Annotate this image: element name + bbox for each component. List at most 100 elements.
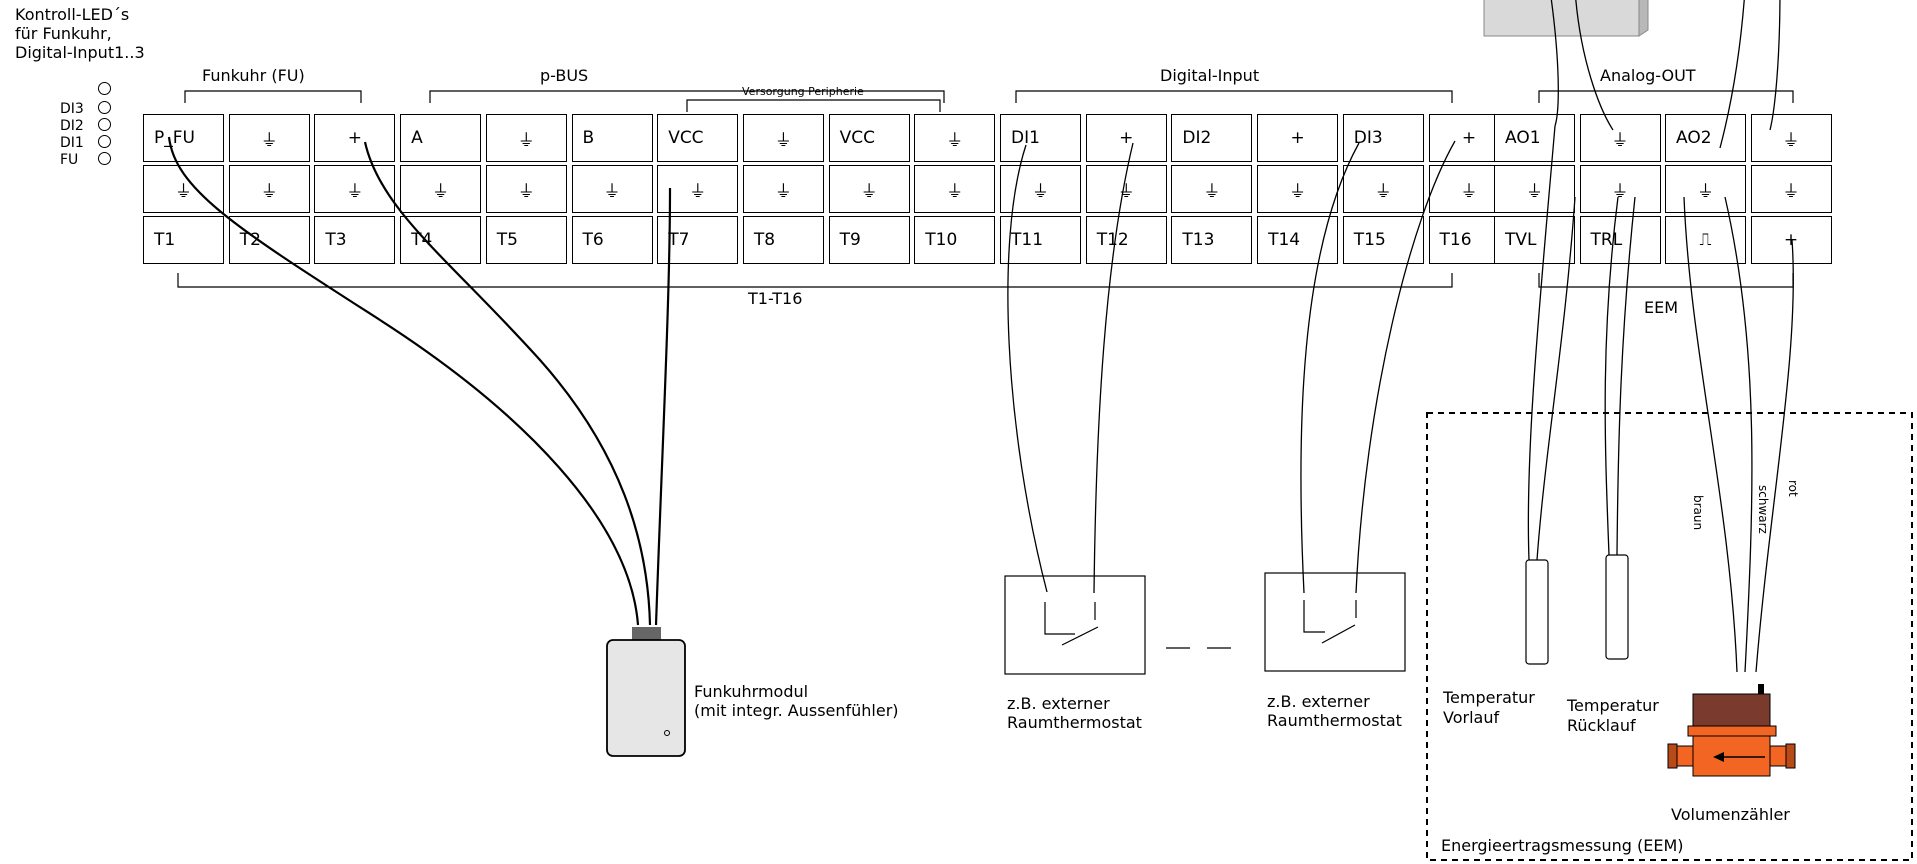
temp-ruecklauf-label-2: Rücklauf (1567, 716, 1636, 735)
terminal-row3-13: T13 (1171, 216, 1253, 264)
terminal-row1-10: ⏚ (914, 114, 996, 162)
terminal-row3-14: T14 (1257, 216, 1339, 264)
terminal-row2-5: ⏚ (485, 165, 567, 213)
temp-ruecklauf-label-1: Temperatur (1567, 696, 1659, 715)
terminal-row3-20: + (1750, 216, 1832, 264)
terminal-row3-6: T6 (571, 216, 653, 264)
led-label-di3: DI3 (60, 101, 84, 117)
group-label-pbus: p-BUS (540, 66, 589, 85)
led-label-fu: FU (60, 152, 79, 168)
terminal-row1-20: ⏚ (1750, 114, 1832, 162)
funkuhr-module-label-2: (mit integr. Aussenfühler) (694, 701, 899, 720)
external-device-housing (1483, 0, 1640, 37)
temp-vorlauf-label-1: Temperatur (1443, 688, 1535, 707)
wire-label-schwarz: schwarz (1756, 485, 1770, 534)
led-header-line-1: Kontroll-LED´s (15, 5, 130, 24)
terminal-row3-15: T15 (1342, 216, 1424, 264)
led-label-di1: DI1 (60, 135, 84, 151)
signal-wires (1007, 0, 1794, 673)
terminal-row3-8: T8 (742, 216, 824, 264)
terminal-row1-15: DI3 (1342, 114, 1424, 162)
terminal-row1-2: ⏚ (228, 114, 310, 162)
terminal-row1-8: ⏚ (742, 114, 824, 162)
terminal-row1-1: P_FU (143, 114, 224, 162)
thermostat-2 (1264, 572, 1406, 672)
led-indicator-top (98, 82, 111, 95)
thermostat-2-label-1: z.B. externer (1267, 692, 1370, 711)
terminal-row1-19: AO2 (1665, 114, 1746, 162)
temp-vorlauf-label-2: Vorlauf (1443, 708, 1500, 727)
terminal-row3-2: T2 (228, 216, 310, 264)
group-label-digital-input: Digital-Input (1160, 66, 1260, 85)
funkuhr-module-label-1: Funkuhrmodul (694, 682, 809, 701)
terminal-row3-10: T10 (914, 216, 996, 264)
terminal-row2-18: ⏚ (1579, 165, 1661, 213)
terminal-row2-8: ⏚ (742, 165, 824, 213)
terminal-row3-4: T4 (400, 216, 482, 264)
terminal-row2-19: ⏚ (1665, 165, 1746, 213)
terminal-row3-7: T7 (657, 216, 739, 264)
eem-box-label: Energieertragsmessung (EEM) (1441, 836, 1684, 855)
eem-dashed-boundary (1426, 412, 1913, 861)
terminal-row2-20: ⏚ (1750, 165, 1832, 213)
terminal-row2-9: ⏚ (828, 165, 910, 213)
funkuhr-wires (167, 136, 672, 626)
terminal-row2-15: ⏚ (1342, 165, 1424, 213)
led-indicator-di3 (98, 101, 111, 114)
volume-meter (1667, 684, 1796, 777)
terminal-row1-18: ⏚ (1579, 114, 1661, 162)
terminal-row2-3: ⏚ (314, 165, 396, 213)
funkuhr-module (606, 639, 686, 757)
terminal-row1-9: VCC (828, 114, 910, 162)
funkuhr-module-connector (632, 627, 661, 640)
group-brackets (177, 90, 1794, 288)
group-label-funkuhr: Funkuhr (FU) (202, 66, 305, 85)
terminal-row1-6: B (571, 114, 653, 162)
terminal-row3-11: T11 (1000, 216, 1081, 264)
terminal-row2-17: ⏚ (1494, 165, 1575, 213)
terminal-row1-13: DI2 (1171, 114, 1253, 162)
terminal-row3-1: T1 (143, 216, 224, 264)
group-label-t1-t16: T1-T16 (748, 289, 803, 308)
external-device-housing-side (1638, 0, 1649, 37)
terminal-row3-3: T3 (314, 216, 396, 264)
terminal-row3-12: T12 (1085, 216, 1167, 264)
group-label-analog-out: Analog-OUT (1600, 66, 1696, 85)
funkuhr-module-led (664, 730, 670, 736)
terminal-row1-11: DI1 (1000, 114, 1081, 162)
volume-meter-label: Volumenzähler (1671, 805, 1790, 824)
thermostat-2-label-2: Raumthermostat (1267, 711, 1402, 730)
led-header-line-2: für Funkuhr, (15, 24, 112, 43)
terminal-row3-9: T9 (828, 216, 910, 264)
led-indicator-di2 (98, 118, 111, 131)
terminal-row2-4: ⏚ (400, 165, 482, 213)
terminal-row3-17: TVL (1494, 216, 1575, 264)
terminal-row1-12: + (1085, 114, 1167, 162)
terminal-row2-2: ⏚ (228, 165, 310, 213)
thermostat-1 (1004, 575, 1146, 675)
terminal-row1-17: AO1 (1494, 114, 1575, 162)
terminal-row1-3: + (314, 114, 396, 162)
led-header-line-3: Digital-Input1..3 (15, 43, 145, 62)
led-indicator-di1 (98, 135, 111, 148)
led-label-di2: DI2 (60, 118, 84, 134)
terminal-row1-5: ⏚ (485, 114, 567, 162)
terminal-row3-19: ⎍ (1665, 216, 1746, 264)
terminal-row1-4: A (400, 114, 482, 162)
terminal-row2-14: ⏚ (1257, 165, 1339, 213)
temperature-sensor-ruecklauf (1605, 554, 1629, 660)
terminal-row3-5: T5 (485, 216, 567, 264)
wire-label-rot: rot (1786, 480, 1800, 497)
terminal-row2-6: ⏚ (571, 165, 653, 213)
terminal-row2-10: ⏚ (914, 165, 996, 213)
thermostat-1-label-2: Raumthermostat (1007, 713, 1142, 732)
terminal-row1-14: + (1257, 114, 1339, 162)
terminal-row1-7: VCC (657, 114, 739, 162)
thermostat-1-label-1: z.B. externer (1007, 694, 1110, 713)
temperature-sensor-vorlauf (1525, 559, 1549, 665)
led-indicator-fu (98, 152, 111, 165)
group-label-eem: EEM (1644, 298, 1679, 317)
wire-label-braun: braun (1691, 495, 1705, 531)
terminal-row2-13: ⏚ (1171, 165, 1253, 213)
